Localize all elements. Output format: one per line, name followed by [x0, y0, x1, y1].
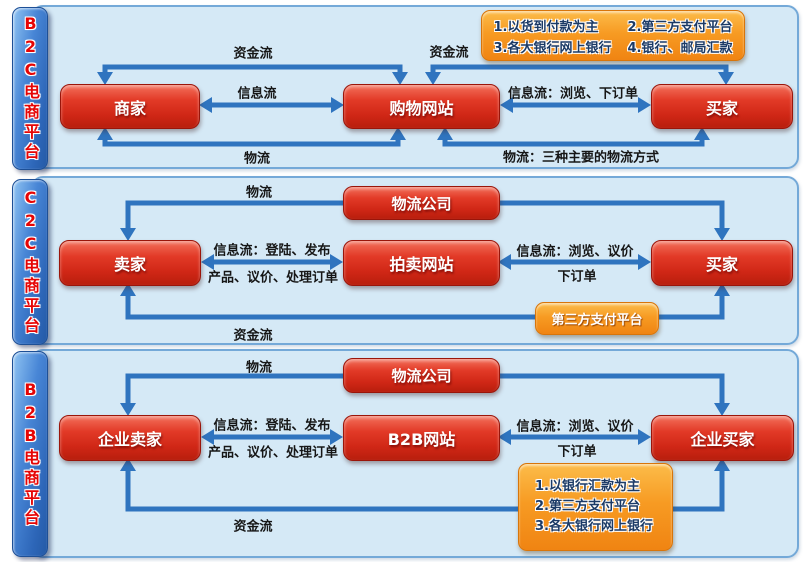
b2b-logistics-left-connector — [120, 373, 343, 416]
b2c-shopping-website-label: 购物网站 — [389, 98, 454, 118]
b2b-info-left-label-line2: 产品、议价、处理订单 — [207, 445, 339, 461]
c2c-seller-label: 卖家 — [113, 255, 146, 274]
b2c-buyer-node: 买家 — [651, 84, 793, 129]
b2b-enterprise-seller-node: 企业卖家 — [59, 415, 201, 461]
b2b-info-left-arrow — [201, 429, 343, 445]
b2b-logistics-label: 物流 — [245, 360, 273, 376]
b2b-website-label: B2B网站 — [387, 430, 456, 449]
c2c-logistics-left-connector — [120, 200, 343, 241]
b2c-info-left-arrow — [199, 97, 344, 113]
b2b-info-left-label-line1: 信息流：登陆、发布 — [213, 418, 331, 434]
b2c-funds-right-label: 资金流 — [429, 45, 469, 61]
b2b-payment-note-item-1: 1.以银行汇款为主 — [535, 479, 640, 494]
b2c-logistics-right-connector — [437, 127, 710, 147]
b2c-payment-note-item-1: 1.以货到付款为主 — [493, 19, 599, 35]
b2b-payment-note-text: 1.以银行汇款为主 2.第三方支付平台 3.各大银行网上银行 — [519, 464, 672, 550]
b2c-payment-note-item-4: 4.银行、邮局汇款 — [627, 40, 733, 56]
b2b-section-label-bar: B2B电商平台 — [12, 351, 48, 557]
c2c-logistics-company-label: 物流公司 — [391, 194, 452, 213]
b2c-payment-note-box: 1.以货到付款为主 2.第三方支付平台 3.各大银行网上银行 4.银行、邮局汇款 — [481, 10, 745, 61]
c2c-info-left-label-line1: 信息流：登陆、发布 — [213, 243, 331, 259]
b2c-info-right-arrow — [500, 97, 651, 113]
c2c-section-title: C2C电商平台 — [21, 187, 40, 337]
b2c-section-label-bar: B2C电商平台 — [12, 7, 48, 170]
b2b-enterprise-buyer-node: 企业买家 — [651, 415, 794, 461]
c2c-logistics-company-node: 物流公司 — [343, 186, 500, 220]
b2b-payment-note-item-2: 2.第三方支付平台 — [535, 499, 640, 514]
b2c-info-left-label: 信息流 — [237, 86, 277, 102]
c2c-auction-website-label: 拍卖网站 — [389, 255, 454, 274]
b2b-funds-label: 资金流 — [233, 519, 273, 535]
c2c-info-left-arrow — [201, 254, 343, 270]
b2b-payment-note-box: 1.以银行汇款为主 2.第三方支付平台 3.各大银行网上银行 — [518, 463, 673, 551]
b2c-logistics-left-connector — [97, 127, 406, 147]
b2b-payment-note-item-3: 3.各大银行网上银行 — [535, 519, 653, 534]
c2c-third-party-payment-box: 第三方支付平台 — [535, 302, 659, 335]
b2c-info-right-label: 信息流：浏览、下订单 — [507, 86, 639, 102]
c2c-seller-node: 卖家 — [59, 240, 201, 286]
c2c-info-right-arrow — [498, 254, 651, 270]
b2c-shopping-website-node: 购物网站 — [343, 84, 500, 129]
b2b-enterprise-buyer-label: 企业买家 — [690, 430, 755, 449]
b2b-logistics-right-connector — [497, 373, 730, 416]
c2c-info-left-label-line2: 产品、议价、处理订单 — [207, 270, 339, 286]
b2b-logistics-company-label: 物流公司 — [391, 367, 452, 385]
b2b-info-right-label-line1: 信息流：浏览、议价 — [516, 419, 634, 435]
b2c-buyer-label: 买家 — [705, 98, 738, 118]
b2b-logistics-company-node: 物流公司 — [343, 358, 500, 393]
b2c-payment-note-item-3: 3.各大银行网上银行 — [493, 40, 612, 56]
b2c-payment-note-text: 1.以货到付款为主 2.第三方支付平台 3.各大银行网上银行 4.银行、邮局汇款 — [482, 11, 744, 60]
c2c-third-party-payment-label: 第三方支付平台 — [551, 313, 643, 328]
b2b-info-right-label-line2: 下订单 — [557, 444, 597, 460]
b2c-merchant-node: 商家 — [60, 84, 200, 129]
b2b-enterprise-seller-label: 企业卖家 — [97, 430, 162, 449]
c2c-funds-label: 资金流 — [233, 328, 273, 344]
c2c-auction-website-node: 拍卖网站 — [343, 240, 500, 286]
b2c-funds-right-connector — [425, 64, 734, 85]
b2b-funds-connector — [120, 458, 730, 512]
b2b-section-title: B2B电商平台 — [21, 379, 40, 529]
b2c-logistics-left-label: 物流 — [243, 151, 271, 167]
b2b-info-right-arrow — [498, 429, 651, 445]
c2c-buyer-node: 买家 — [651, 240, 793, 286]
b2c-funds-left-connector — [97, 64, 408, 85]
c2c-info-right-label-line2: 下订单 — [557, 269, 597, 285]
c2c-funds-connector — [120, 283, 730, 320]
c2c-logistics-right-connector — [497, 200, 730, 241]
c2c-section-label-bar: C2C电商平台 — [12, 179, 48, 345]
b2c-payment-note-item-2: 2.第三方支付平台 — [627, 19, 733, 35]
b2b-website-node: B2B网站 — [343, 415, 500, 461]
c2c-logistics-label: 物流 — [245, 185, 273, 201]
b2c-funds-left-label: 资金流 — [233, 46, 273, 62]
c2c-info-right-label-line1: 信息流：浏览、议价 — [516, 244, 634, 260]
b2c-logistics-right-label: 物流：三种主要的物流方式 — [502, 150, 660, 166]
b2c-section-title: B2C电商平台 — [21, 14, 40, 163]
b2c-merchant-label: 商家 — [113, 98, 146, 118]
c2c-buyer-label: 买家 — [705, 255, 738, 274]
